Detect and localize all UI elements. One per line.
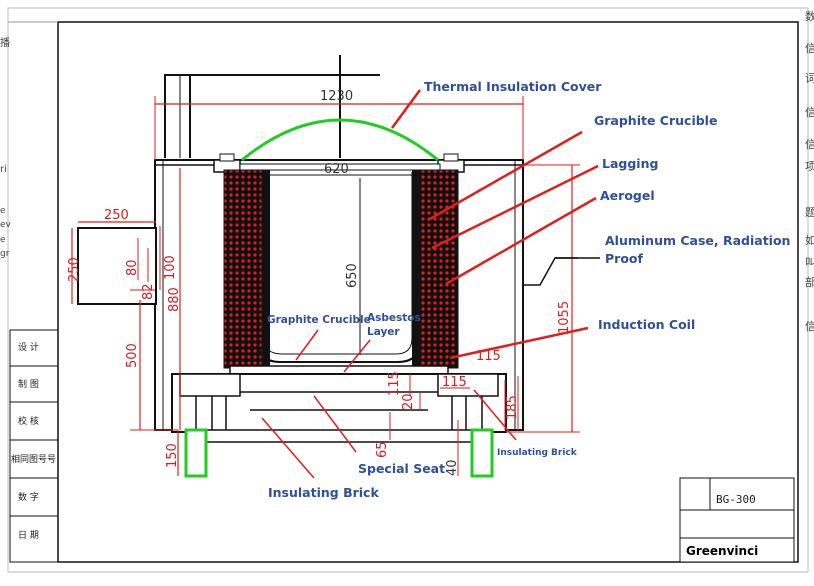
svg-text:1055: 1055 xyxy=(557,301,572,334)
svg-text:20: 20 xyxy=(401,393,416,410)
svg-text:词: 词 xyxy=(805,72,814,85)
cover-arc xyxy=(241,118,439,162)
svg-text:数: 数 xyxy=(805,10,814,23)
svg-text:185: 185 xyxy=(505,395,520,420)
leg-right xyxy=(470,428,494,478)
leader-graphite-inner xyxy=(295,329,319,361)
svg-text:100: 100 xyxy=(163,255,178,280)
label-special-seat: Special Seat xyxy=(358,461,445,476)
leader-graphite-crucible xyxy=(427,130,583,222)
drawing-frame xyxy=(57,21,799,563)
svg-text:信: 信 xyxy=(805,42,814,55)
svg-text:项: 项 xyxy=(805,160,814,173)
dimension-lines xyxy=(71,96,580,476)
model-number: BG-300 xyxy=(716,493,756,506)
page-border xyxy=(7,7,809,573)
svg-text:叫: 叫 xyxy=(805,256,814,269)
leader-cover xyxy=(390,89,422,129)
svg-text:115: 115 xyxy=(387,371,402,396)
title-row-check: 校 核 xyxy=(18,415,39,427)
svg-text:题: 题 xyxy=(805,206,814,219)
svg-text:信: 信 xyxy=(805,138,814,151)
title-row-date: 日 期 xyxy=(18,530,39,541)
leader-lagging xyxy=(431,164,599,250)
svg-text:250: 250 xyxy=(67,257,82,282)
svg-text:如: 如 xyxy=(805,233,814,247)
svg-text:250: 250 xyxy=(104,208,129,223)
svg-text:65: 65 xyxy=(375,441,390,458)
svg-text:115: 115 xyxy=(442,375,467,390)
title-row-same-number: 相同图号号 xyxy=(11,453,56,465)
label-graphite-crucible-inner: Graphite Crucible xyxy=(267,314,371,326)
label-asbestos-layer: Layer xyxy=(367,326,400,338)
svg-text:650: 650 xyxy=(345,263,360,288)
dimension-text: 1230 620 650 250 250 80 100 82 880 500 1… xyxy=(67,89,572,476)
label-aluminum-case: Aluminum Case, Radiation xyxy=(605,233,790,248)
leader-asbestos xyxy=(343,339,371,373)
label-insulating-brick-right: Insulating Brick xyxy=(497,448,578,458)
title-row-draw: 制 图 xyxy=(18,378,39,390)
label-induction-coil: Induction Coil xyxy=(598,317,695,332)
margin-text-left: ri xyxy=(0,164,7,175)
svg-text:信: 信 xyxy=(805,106,814,119)
brand-name: Greenvinci xyxy=(686,544,758,558)
label-thermal-insulation-cover: Thermal Insulation Cover xyxy=(424,79,602,94)
svg-text:信: 信 xyxy=(805,320,814,333)
label-aluminum-case-proof: Proof xyxy=(605,251,644,266)
svg-text:500: 500 xyxy=(125,343,140,368)
label-asbestos: Asbestos xyxy=(367,312,421,324)
label-aerogel: Aerogel xyxy=(600,188,655,203)
svg-text:40: 40 xyxy=(445,459,460,476)
title-block-left: 设 计 制 图 校 核 相同图号号 数 字 日 期 xyxy=(9,329,59,563)
margin-text-right: 数 信 词 信 信 项 题 如 叫 部 信 xyxy=(805,10,814,333)
leader-aerogel xyxy=(445,196,597,286)
svg-text:部: 部 xyxy=(805,275,814,289)
svg-text:82: 82 xyxy=(141,283,156,300)
svg-text:1230: 1230 xyxy=(320,89,353,104)
label-lagging: Lagging xyxy=(602,156,658,171)
component-labels: Thermal Insulation Cover Graphite Crucib… xyxy=(267,79,790,500)
margin-text-left: ev xyxy=(0,220,12,230)
margin-text-left: gr xyxy=(0,249,10,259)
title-row-number: 数 字 xyxy=(18,491,39,503)
leader-lines xyxy=(261,89,599,479)
svg-text:150: 150 xyxy=(165,443,180,468)
leader-induction-coil xyxy=(449,326,589,360)
leader-insulating-brick-right xyxy=(473,389,517,441)
svg-text:115: 115 xyxy=(476,349,501,364)
furnace-body xyxy=(77,55,578,478)
margin-text-left: 播 xyxy=(0,36,10,49)
title-row-design: 设 计 xyxy=(18,341,39,353)
svg-text:80: 80 xyxy=(125,259,140,276)
title-block-right: BG-300 Greenvinci xyxy=(679,477,795,563)
margin-text-left: e xyxy=(0,235,6,245)
leg-left xyxy=(184,428,208,478)
label-insulating-brick: Insulating Brick xyxy=(268,485,379,500)
svg-text:620: 620 xyxy=(324,162,349,177)
label-graphite-crucible: Graphite Crucible xyxy=(594,113,717,128)
leader-special-seat xyxy=(313,395,357,453)
leader-insulating-brick xyxy=(261,417,315,479)
svg-text:880: 880 xyxy=(167,287,182,312)
margin-text-left: e xyxy=(0,206,6,216)
